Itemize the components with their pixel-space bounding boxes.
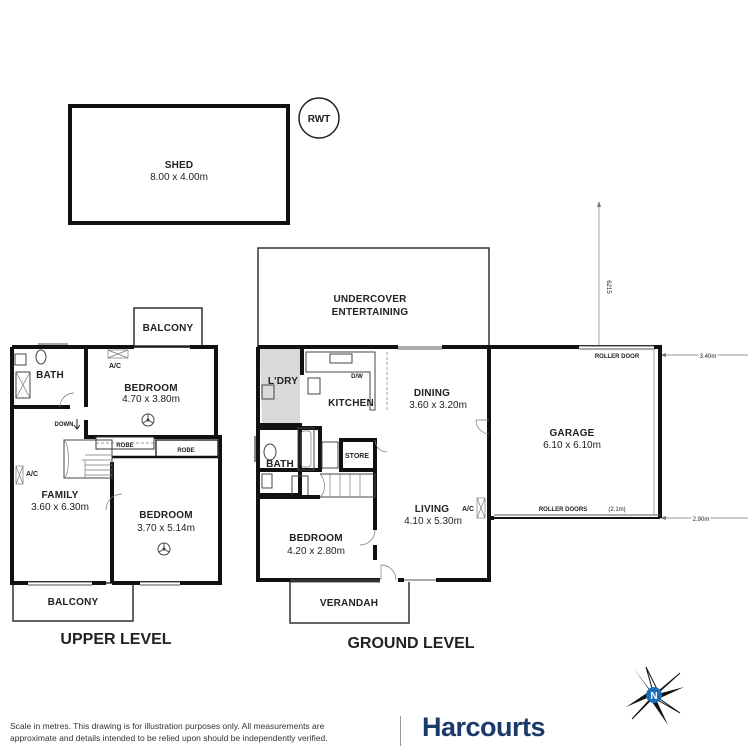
ground-bedroom-dims: 4.20 x 2.80m [287,546,345,557]
upper-family-ac-unit [15,465,24,485]
ground-level: UNDERCOVER ENTERTAINING VERANDAH L'DRY D… [254,247,662,652]
living-ac-unit [476,497,486,519]
upper-robe2-label: ROBE [177,448,194,454]
ceiling-fan-icon [157,542,171,556]
laundry-fill [260,349,300,425]
upper-bedroom-ac-unit [107,349,129,359]
upper-family-label: FAMILY [42,490,79,501]
undercover-label-1: UNDERCOVER [333,294,407,305]
kitchen-cooktop [307,377,321,395]
ground-toilet [263,443,277,461]
ground-bedroom-label: BEDROOM [289,533,343,544]
dishwasher-label: D/W [351,374,363,380]
upper-bedroom1-label: BEDROOM [124,383,178,394]
upper-balcony-top [133,307,203,347]
shed: SHED 8.00 x 4.00m [68,104,290,225]
upper-down-label: DOWN [55,422,74,428]
compass-icon: N [626,666,684,725]
upper-balcony-bottom-label: BALCONY [48,597,99,608]
roller-door-label: ROLLER DOOR [595,354,640,360]
brand-logo: Harcourts [422,712,546,742]
undercover-area [257,247,490,347]
ceiling-fan-icon [141,413,155,427]
ground-level-title: GROUND LEVEL [347,635,474,652]
dining-dims: 3.60 x 3.20m [409,400,467,411]
upper-family-ac: A/C [26,471,38,478]
roller-doors-note: (2.1m) [608,507,625,513]
upper-level-title: UPPER LEVEL [60,631,171,648]
upper-bedroom1-dims: 4.70 x 3.80m [122,394,180,405]
undercover-label-2: ENTERTAINING [332,307,409,318]
shed-label: SHED [165,160,194,171]
kitchen-bench [305,351,376,411]
living-dims: 4.10 x 5.30m [404,516,462,527]
garage-dims: 6.10 x 6.10m [543,440,601,451]
setback-vertical: 6215 [605,280,611,294]
upper-toilet [35,349,47,365]
upper-bedroom-ac: A/C [109,363,121,370]
store-label: STORE [345,453,369,460]
compass-letter: N [650,691,657,702]
footer-divider [400,716,401,746]
ground-staircase [319,473,376,498]
kitchen-label: KITCHEN [328,398,374,409]
upper-shower [15,371,31,399]
dining-label: DINING [414,388,450,399]
laundry-trough [261,384,275,400]
rainwater-tank: RWT [298,97,340,139]
upper-bath-label: BATH [36,370,64,381]
upper-bedroom2-label: BEDROOM [139,510,193,521]
upper-staircase [63,439,113,479]
setback-top: 3.40m [700,354,717,360]
upper-robe1-label: ROBE [116,443,133,449]
laundry-label: L'DRY [268,376,298,387]
ground-cupboard [321,441,339,469]
living-ac: A/C [462,506,474,513]
upper-family-dims: 3.60 x 6.30m [31,502,89,513]
garage-label: GARAGE [549,428,594,439]
kitchen-sink [329,353,353,364]
verandah-label: VERANDAH [320,598,378,609]
living-label: LIVING [415,504,450,515]
ground-bathtub [297,427,315,471]
disclaimer-text: Scale in metres. This drawing is for ill… [10,721,328,743]
upper-bedroom2-dims: 3.70 x 5.14m [137,523,195,534]
verandah-area [289,582,410,624]
tank-label: RWT [308,114,331,125]
setback-lines: 6215 3.40m 2.90m [597,201,748,525]
down-arrow-icon [73,419,81,430]
shed-dims: 8.00 x 4.00m [150,172,208,183]
ground-bath-label: BATH [266,459,294,470]
upper-balcony-top-label: BALCONY [143,323,194,334]
roller-doors-label: ROLLER DOORS [539,507,587,513]
upper-level: BALCONY BALCONY BATH A/C BEDROOM 4.7 [10,307,222,648]
setback-bottom: 2.90m [693,517,710,523]
ground-basin [261,473,273,489]
upper-basin [14,353,27,366]
